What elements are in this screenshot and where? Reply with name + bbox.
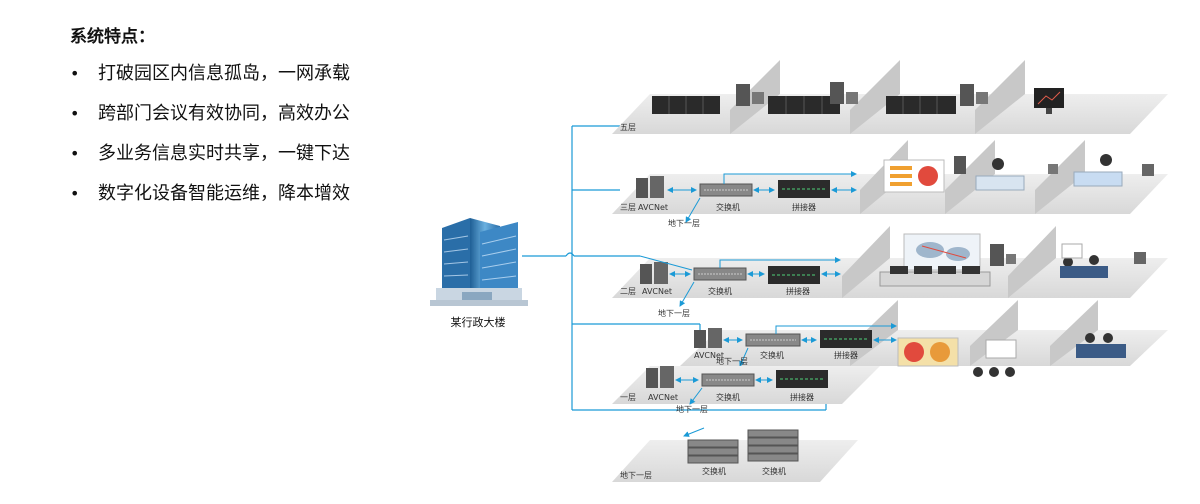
- basement-label: 地下一层: [676, 404, 708, 414]
- floor-3: 三层 AVCNet 交换机 拼接器 地下一层: [612, 140, 1168, 228]
- trunk-links: [522, 125, 827, 411]
- meeting-group-icon: [1076, 333, 1126, 358]
- bullet-icon: •: [70, 104, 80, 123]
- splicer-label: 拼接器: [834, 350, 858, 360]
- server-icon: [636, 176, 664, 198]
- features-list: •打破园区内信息孤岛，一网承载 •跨部门会议有效协同，高效办公 •多业务信息实时…: [70, 61, 470, 221]
- basement-label: 地下一层: [716, 356, 748, 366]
- server-icon: [990, 244, 1146, 266]
- floor-2: 二层 AVCNet 交换机 拼接器 地下一层: [612, 226, 1168, 318]
- floor-1: 一层 AVCNet 交换机 拼接器 地下一层: [612, 366, 880, 414]
- feature-item: •多业务信息实时共享，一键下达: [70, 141, 470, 181]
- basement-floor: 地下一层 交换机 交换机: [612, 427, 858, 482]
- presentation-screen-icon: [883, 159, 945, 193]
- switch-icon: [693, 267, 747, 281]
- video-wall-icon: [768, 96, 840, 114]
- switch-stack-icon: [747, 429, 799, 462]
- avcnet-label: AVCNet: [694, 351, 724, 360]
- meeting-group-icon: [1060, 243, 1108, 278]
- basement-label: 地下一层: [658, 308, 690, 318]
- splicer-label: 拼接器: [786, 286, 810, 296]
- splicer-icon: [820, 330, 872, 348]
- avcnet-label: AVCNet: [648, 393, 678, 402]
- features-title: 系统特点：: [70, 27, 155, 47]
- splicer-icon: [768, 266, 820, 284]
- switch-label: 交换机: [716, 202, 740, 212]
- pie-chart-screen-icon: [897, 337, 959, 367]
- server-icon: [954, 156, 1154, 176]
- splicer-icon: [778, 180, 830, 198]
- switch-label: 交换机: [702, 466, 726, 476]
- server-icon: [646, 366, 674, 388]
- meeting-desk-icon: [1073, 154, 1123, 187]
- feature-item: •跨部门会议有效协同，高效办公: [70, 101, 470, 141]
- avcnet-label: AVCNet: [642, 287, 672, 296]
- switch-label: 交换机: [762, 466, 786, 476]
- splicer-label: 拼接器: [790, 392, 814, 402]
- feature-item: •数字化设备智能运维，降本增效: [70, 181, 470, 221]
- basement-label: 地下一层: [668, 218, 700, 228]
- floor-2-label: 二层: [620, 287, 636, 296]
- control-desk-icon: [879, 266, 991, 287]
- splicer-label: 拼接器: [792, 202, 816, 212]
- audience-icon: [973, 339, 1017, 377]
- server-icon: [694, 328, 722, 348]
- floor-1-label: 一层: [620, 393, 636, 402]
- monitor-icon: [1034, 88, 1064, 114]
- floor-3-label: 三层: [620, 203, 636, 212]
- floor-5-label: 五层: [620, 123, 636, 132]
- office-building-icon: [430, 218, 528, 306]
- feature-item: •打破园区内信息孤岛，一网承载: [70, 61, 470, 101]
- floor-1-upper: AVCNet 交换机 拼接器 地下一层: [680, 300, 1168, 377]
- server-icon: [830, 82, 858, 104]
- meeting-desk-icon: [975, 158, 1025, 191]
- server-icon: [960, 84, 988, 106]
- basement-floor-label: 地下一层: [620, 470, 652, 480]
- video-wall-icon: [652, 96, 720, 114]
- features-panel: 系统特点： •打破园区内信息孤岛，一网承载 •跨部门会议有效协同，高效办公 •多…: [70, 22, 470, 221]
- avcnet-label: AVCNet: [638, 203, 668, 212]
- switch-icon: [745, 333, 801, 347]
- floor-5: 五层: [612, 60, 1168, 134]
- bullet-icon: •: [70, 184, 80, 203]
- bullet-icon: •: [70, 64, 80, 83]
- building-label: 某行政大楼: [451, 315, 506, 329]
- switch-icon: [701, 373, 755, 387]
- server-icon: [640, 262, 668, 284]
- switch-label: 交换机: [708, 286, 732, 296]
- switch-icon: [699, 183, 753, 197]
- world-map-screen-icon: [903, 233, 981, 271]
- switch-label: 交换机: [760, 350, 784, 360]
- switch-stack-icon: [687, 439, 739, 464]
- server-icon: [736, 84, 764, 106]
- video-wall-icon: [886, 96, 956, 114]
- splicer-icon: [776, 370, 828, 388]
- switch-label: 交换机: [716, 392, 740, 402]
- bullet-icon: •: [70, 144, 80, 163]
